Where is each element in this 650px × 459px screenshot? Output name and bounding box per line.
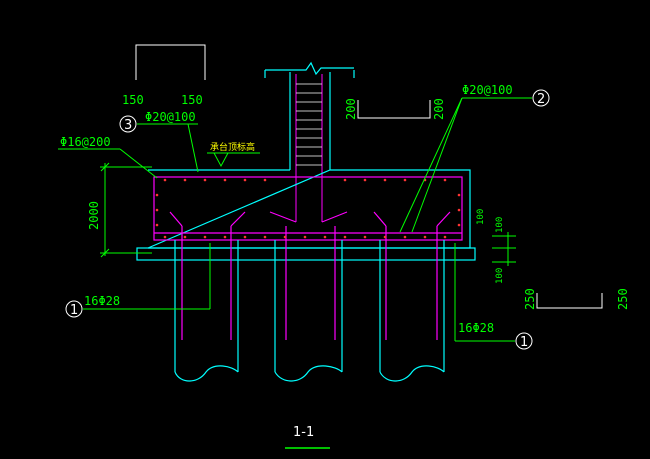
main-bar-left-label: 16Φ28 [84, 294, 120, 308]
callout-2: 2 [399, 89, 550, 233]
callout-1-left: 1 [65, 243, 211, 318]
piles [174, 240, 445, 382]
cap-top-elevation-label: 承台顶标高 [210, 141, 255, 153]
callout-1-right-number: 1 [520, 335, 528, 350]
bar-shape-200 [357, 100, 431, 119]
cover-bottom-label: 100 [495, 268, 505, 284]
callout-1-left-number: 1 [70, 303, 78, 318]
top-mesh-leader [58, 148, 158, 179]
shape2-dim-left: 200 [344, 98, 358, 120]
stirrup-bar-label: Φ20@100 [145, 110, 196, 124]
pile-cap [136, 169, 476, 261]
cap-rebar-cage [153, 176, 463, 340]
bar-shape-250 [536, 293, 603, 309]
callout-3: 3 [119, 115, 199, 173]
callout-3-number: 3 [124, 118, 132, 133]
cover-mid-label: 100 [495, 217, 505, 233]
shape3-dim-right: 250 [616, 288, 630, 310]
height-dimension [100, 162, 152, 258]
cover-dimensions [492, 232, 516, 266]
shape-dim-right: 150 [181, 93, 203, 107]
elevation-marker [207, 152, 260, 168]
column-rebar [269, 74, 348, 223]
section-label: 1-1 [293, 425, 314, 440]
cap-rebar-dots [155, 178, 461, 239]
column-stirrups [296, 83, 322, 166]
bar-shape-150 [135, 44, 206, 80]
shape3-dim-left: 250 [523, 288, 537, 310]
callout-2-number: 2 [537, 92, 545, 107]
cap-height-label: 2000 [87, 201, 101, 230]
right-top-bar-label: Φ20@100 [462, 83, 513, 97]
main-bar-right-label: 16Φ28 [458, 321, 494, 335]
shape-dim-left: 150 [122, 93, 144, 107]
column [264, 61, 355, 170]
top-mesh-label: Φ16@200 [60, 135, 111, 149]
shape2-dim-right: 200 [432, 98, 446, 120]
callout-1-right: 1 [454, 243, 533, 350]
cover-top-label: 100 [476, 209, 486, 225]
